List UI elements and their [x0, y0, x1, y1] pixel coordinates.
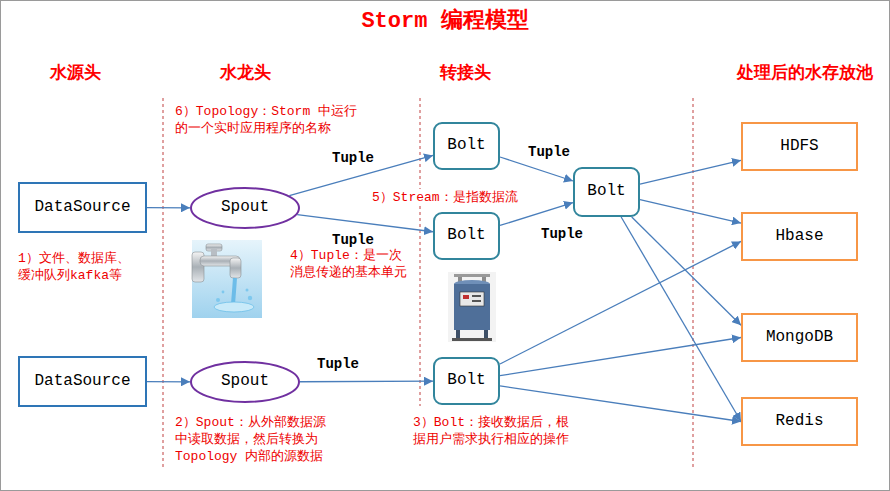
bolt-box: Bolt [433, 357, 500, 405]
tuple-label: Tuple [540, 226, 584, 242]
spout-ellipse-shape [191, 188, 299, 228]
flow-arrow [297, 215, 433, 232]
node-label: Bolt [447, 371, 485, 390]
flow-arrow [500, 241, 741, 364]
column-divider [420, 98, 421, 406]
flow-arrow [500, 338, 741, 376]
flow-arrow [147, 207, 190, 208]
tuple-label: Tuple [316, 356, 360, 372]
diagram-title: Storm 编程模型 [0, 9, 890, 35]
storage-box: HDFS [741, 122, 858, 171]
node-label: Bolt [447, 136, 485, 155]
flow-arrow [640, 160, 741, 184]
column-divider [163, 98, 164, 470]
tuple-label: Tuple [527, 144, 571, 160]
flow-arrow [621, 217, 741, 422]
flow-arrow [500, 157, 573, 181]
column-heading: 转接头 [405, 64, 525, 84]
flow-arrow [147, 381, 190, 382]
tuple-label: Tuple [331, 232, 375, 248]
callout-note: 6）Topology：Storm 中运行 的一个实时应用程序的名称 [175, 103, 370, 137]
callout-note: 2）Spout：从外部数据源 中读取数据，然后转换为 Topology 内部的源… [175, 414, 327, 465]
spout-ellipse: Spout [190, 187, 300, 229]
faucet-picture [192, 240, 262, 318]
bolt-box: Bolt [433, 122, 500, 170]
node-label: Bolt [447, 226, 485, 245]
node-label: Spout [221, 198, 269, 217]
flow-arrow [300, 381, 433, 383]
column-heading: 水龙头 [185, 64, 305, 84]
spout-ellipse-shape [191, 362, 299, 402]
storage-box: MongoDB [741, 313, 858, 362]
tuple-label: Tuple [331, 150, 375, 166]
storage-box: Hbase [741, 212, 858, 261]
node-label: Bolt [587, 182, 625, 201]
node-label: HDFS [780, 137, 818, 156]
callout-note: 3）Bolt：接收数据后，根 据用户需求执行相应的操作 [413, 414, 573, 448]
node-label: MongoDB [766, 328, 833, 347]
bolt-box: Bolt [433, 212, 500, 260]
node-label: DataSource [34, 198, 130, 217]
column-heading: 处理后的水存放池 [720, 64, 890, 84]
callout-note: 1）文件、数据库、 缓冲队列kafka等 [18, 250, 143, 284]
flow-arrow [640, 200, 741, 223]
column-heading: 水源头 [15, 64, 135, 84]
bolt-box: Bolt [573, 167, 640, 217]
data-source-box: DataSource [18, 356, 147, 407]
data-source-box: DataSource [18, 182, 147, 233]
spout-ellipse: Spout [190, 361, 300, 403]
callout-note: 4）Tuple：是一次 消息传递的基本单元 [290, 247, 415, 281]
node-label: Spout [221, 372, 269, 391]
node-label: DataSource [34, 372, 130, 391]
node-label: Hbase [775, 227, 823, 246]
storage-box: Redis [741, 397, 858, 446]
callout-note: 5）Stream：是指数据流 [372, 189, 518, 206]
flow-arrow [632, 217, 741, 325]
node-label: Redis [775, 412, 823, 431]
filter-device-picture [448, 272, 496, 342]
